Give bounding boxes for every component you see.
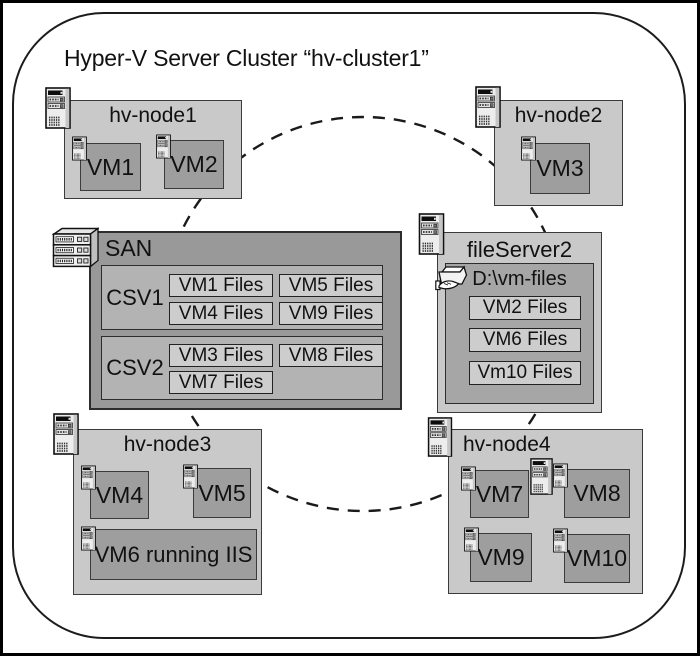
file-box-vm8-files: VM8 Files <box>279 344 383 367</box>
vm-server-icon <box>81 464 96 491</box>
vm-box-vm6: VM6 running IIS <box>90 529 257 580</box>
vm-box-vm10: VM10 <box>564 534 630 583</box>
server-tower-icon <box>475 86 501 128</box>
file-server-box: fileServer2 D:\vm-files VM2 Files VM6 Fi… <box>437 232 602 413</box>
vm-box-vm2: VM2 <box>164 140 224 189</box>
vm-server-icon <box>72 135 87 162</box>
shared-folder-icon <box>435 264 469 294</box>
file-box-vm3-files: VM3 Files <box>169 344 273 367</box>
server-tower-icon <box>530 458 553 495</box>
csv2-box: CSV2 VM3 Files VM8 Files VM7 Files <box>101 336 383 400</box>
node-box-hv-node1: hv-node1 VM1 VM2 <box>64 100 242 199</box>
share-path-label: D:\vm-files <box>472 268 567 290</box>
share-box: D:\vm-files VM2 Files VM6 Files Vm10 Fil… <box>445 263 594 404</box>
csv1-label: CSV1 <box>106 284 164 310</box>
file-box-vm4-files: VM4 Files <box>169 302 273 325</box>
node-box-hv-node2: hv-node2 VM3 <box>494 100 623 206</box>
file-box-vm5-files: VM5 Files <box>279 274 383 297</box>
server-tower-icon <box>45 87 71 129</box>
file-box-vm9-files: VM9 Files <box>279 302 383 325</box>
vm-server-icon <box>553 462 568 489</box>
vm-server-icon <box>183 463 198 490</box>
file-box-vm10-files: Vm10 Files <box>469 361 581 385</box>
vm-server-icon <box>81 525 96 552</box>
vm-server-icon <box>156 133 171 160</box>
vm-box-vm7: VM7 <box>470 470 529 518</box>
file-box-vm7-files: VM7 Files <box>169 371 273 394</box>
node-label: hv-node1 <box>109 104 197 127</box>
node-box-hv-node4: hv-node4 VM7 VM8 VM9 VM10 <box>448 429 643 594</box>
server-tower-icon <box>427 417 453 457</box>
vm-box-vm8: VM8 <box>564 469 630 518</box>
file-box-vm2-files: VM2 Files <box>469 296 581 320</box>
san-box: SAN CSV1 VM1 Files VM5 Files VM4 Files V… <box>89 231 402 410</box>
node-box-hv-node3: hv-node3 VM4 VM5 VM6 running IIS <box>73 429 262 595</box>
file-box-vm1-files: VM1 Files <box>169 274 273 297</box>
csv1-box: CSV1 VM1 Files VM5 Files VM4 Files VM9 F… <box>101 265 383 330</box>
cluster-boundary <box>12 12 686 639</box>
vm-server-icon <box>553 527 568 554</box>
vm-box-vm5: VM5 <box>193 468 251 518</box>
vm-box-vm3: VM3 <box>530 143 590 194</box>
node-label: hv-node4 <box>463 433 551 456</box>
vm-box-vm9: VM9 <box>470 533 532 582</box>
vm-box-vm4: VM4 <box>90 471 149 519</box>
page-title: Hyper-V Server Cluster “hv-cluster1” <box>64 45 429 71</box>
san-storage-icon <box>52 227 99 268</box>
vm-server-icon <box>464 526 479 553</box>
server-tower-icon <box>418 213 445 255</box>
vm-box-vm1: VM1 <box>80 143 141 191</box>
server-tower-icon <box>53 413 79 455</box>
node-label: hv-node3 <box>123 433 212 456</box>
file-box-vm6-files: VM6 Files <box>469 328 581 352</box>
node-label: hv-node2 <box>514 104 603 127</box>
csv2-label: CSV2 <box>106 355 164 380</box>
file-server-label: fileServer2 <box>466 237 573 262</box>
san-label: SAN <box>105 235 153 261</box>
vm-server-icon <box>521 135 536 162</box>
vm-server-icon <box>461 465 476 492</box>
